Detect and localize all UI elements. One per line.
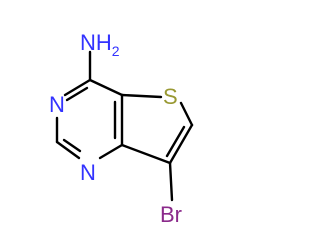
atom-labels: NH2 N N S Br [49, 30, 182, 227]
bond-c4-n3 [63, 78, 92, 97]
nitrogen-lower-label: N [80, 160, 96, 185]
bond-c7-br [168, 161, 174, 202]
bond-n1-c7a [98, 143, 124, 160]
bond-c6-c7-inner [165, 125, 186, 158]
bond-c6-c7 [168, 123, 194, 165]
amine-subscript: 2 [112, 43, 120, 59]
molecule-structure-diagram: NH2 N N S Br [49, 30, 194, 227]
bond-c4a-c4 [88, 78, 124, 97]
bond-c7-c7a [120, 143, 172, 165]
bromine-label: Br [160, 202, 182, 227]
sulfur-label: S [163, 84, 178, 109]
bond-c2-n1 [55, 140, 81, 160]
bond-c2-n1-inner [62, 138, 82, 153]
bond-c4a-s [120, 93, 163, 99]
nitrogen-upper-label: N [49, 92, 65, 117]
bond-c4-n3-inner [65, 86, 89, 102]
amine-label: NH2 [80, 30, 120, 59]
bond-s-c6 [179, 101, 194, 127]
amine-text: NH [80, 30, 112, 55]
bonds [55, 50, 194, 202]
